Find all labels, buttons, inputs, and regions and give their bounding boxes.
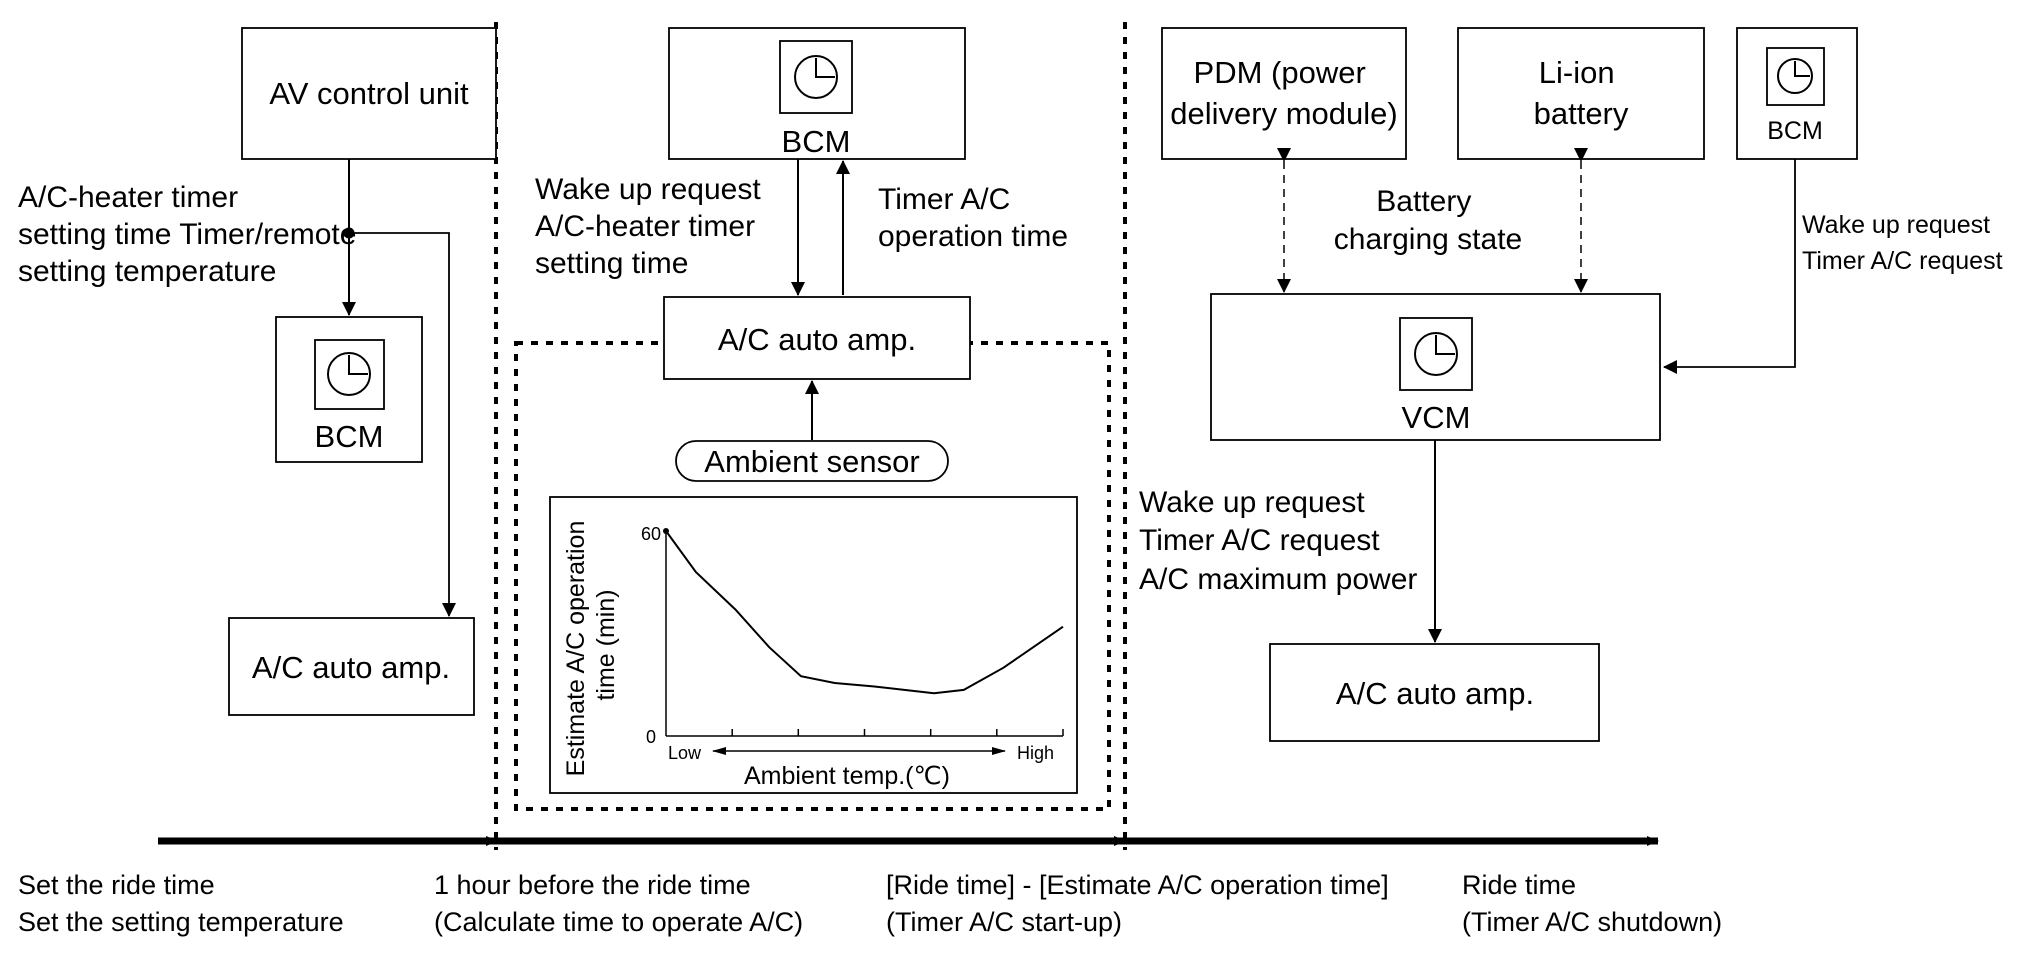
ac-auto-amp-right-label: A/C auto amp. — [1336, 676, 1534, 711]
ac-auto-amp-center-box — [663, 296, 971, 380]
av-control-unit-label: AV control unit — [269, 76, 469, 111]
chart-x-tick-high: High — [1017, 743, 1054, 763]
timeline-label-one-hour-before: 1 hour before the ride time (Calculate t… — [434, 870, 803, 937]
av-to-bcm-signal: A/C-heater timer setting time Timer/remo… — [18, 181, 365, 288]
ac-auto-amp-right-box — [1269, 643, 1600, 742]
chart-x-tick-low: Low — [668, 743, 702, 763]
clock-icon — [1414, 332, 1458, 376]
ac-auto-amp-left-label: A/C auto amp. — [252, 650, 450, 685]
operation-time-curve — [665, 530, 1064, 695]
clock-icon — [1777, 58, 1813, 94]
ac-auto-amp-left-box — [228, 617, 475, 716]
pdm-label: PDM (power delivery module) — [1170, 55, 1397, 131]
clock-icon — [327, 352, 371, 396]
li-ion-battery-label: Li-ion battery — [1534, 55, 1629, 131]
clock-icon — [794, 55, 838, 99]
timeline-label-set-ride-time: Set the ride time Set the setting temper… — [18, 870, 344, 937]
chart-frame — [549, 496, 1078, 794]
vcm-to-amp-signal: Wake up request Timer A/C request A/C ma… — [1139, 486, 1417, 596]
estimate-operation-time-chart: 60 0 Low High Ambient temp.(℃) Estimate … — [549, 496, 1078, 794]
ambient-sensor-box — [675, 440, 949, 482]
av-to-ac-amp-arrow — [349, 232, 456, 617]
pdm-box — [1161, 27, 1407, 160]
vcm-label: VCM — [1402, 400, 1471, 435]
chart-y-axis-label: Estimate A/C operation time (min) — [562, 514, 620, 777]
bcm-to-vcm-signal: Wake up request Timer A/C request — [1802, 211, 2003, 275]
amp-to-bcm-signal: Timer A/C operation time — [878, 183, 1068, 253]
chart-y-tick-min: 0 — [646, 727, 656, 747]
battery-state-signal: Battery charging state — [1334, 185, 1522, 256]
bcm-left-label: BCM — [315, 419, 384, 454]
timeline-label-ride-time: Ride time (Timer A/C shutdown) — [1462, 870, 1722, 937]
av-control-unit-box — [241, 27, 497, 160]
bcm-to-amp-signal: Wake up request A/C-heater timer setting… — [535, 173, 769, 280]
chart-y-tick-max: 60 — [641, 524, 661, 544]
bcm-right-label: BCM — [1767, 117, 1823, 145]
ac-auto-amp-center-label: A/C auto amp. — [718, 322, 916, 357]
li-ion-battery-box — [1457, 27, 1705, 160]
curve-start-point — [663, 528, 669, 534]
timeline-label-start-up: [Ride time] - [Estimate A/C operation ti… — [886, 870, 1396, 937]
bcm-to-vcm-arrow — [1663, 159, 1796, 374]
bcm-center-label: BCM — [782, 124, 851, 159]
chart-x-axis-label: Ambient temp.(℃) — [744, 762, 950, 790]
ambient-sensor-label: Ambient sensor — [704, 444, 919, 479]
estimation-group-border — [514, 341, 1111, 811]
